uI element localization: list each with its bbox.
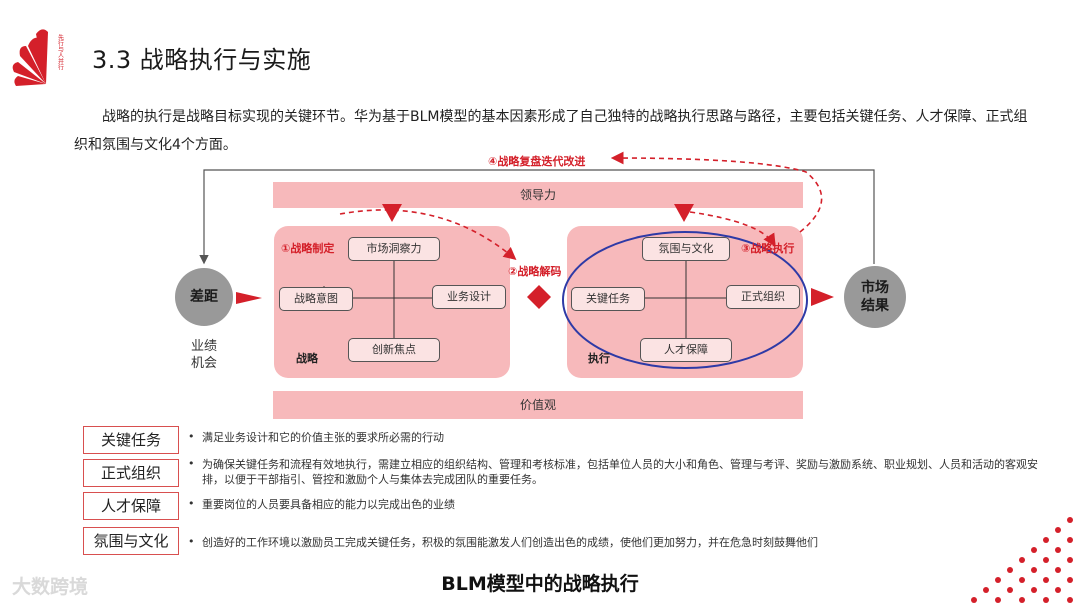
node-key-tasks: 关键任务 — [571, 287, 645, 311]
intro-paragraph: 战略的执行是战略目标实现的关键环节。华为基于BLM模型的基本因素形成了自己独特的… — [74, 109, 1028, 153]
legend-desc-key-tasks: 满足业务设计和它的价值主张的要求所必需的行动 — [202, 431, 444, 444]
execution-highlight-ellipse — [562, 231, 808, 369]
company-logo: 先行与人并行 — [12, 29, 64, 86]
result-label-line1: 市场 — [861, 280, 889, 296]
legend-bullet: • — [188, 535, 195, 548]
corner-dot-pattern — [971, 517, 1073, 603]
node-market-insight: 市场洞察力 — [348, 237, 440, 261]
page-title: 3.3 战略执行与实施 — [92, 46, 312, 74]
opportunity-label: 机会 — [190, 356, 217, 371]
result-label-line2: 结果 — [861, 298, 889, 314]
arrow-to-strategy — [236, 292, 262, 304]
gap-label: 差距 — [190, 289, 218, 305]
step-strategy-decoding: ②战略解码 — [508, 265, 562, 278]
node-talent-assurance: 人才保障 — [640, 338, 732, 362]
execution-panel-label: 执行 — [588, 352, 610, 365]
strategy-panel-label: 战略 — [296, 352, 318, 365]
step-strategy-execution: ③战略执行 — [741, 242, 795, 255]
gap-circle: 差距 — [175, 268, 233, 326]
down-triangle-left — [382, 204, 402, 222]
watermark: 大数跨境 — [12, 576, 89, 598]
legend-desc-formal-organization: 为确保关键任务和流程有效地执行，需建立相应的组织结构、管理和考核标准，包括单位人… — [202, 458, 1038, 486]
legend-term-key-tasks: 关键任务 — [83, 426, 179, 454]
arrow-to-result — [811, 288, 834, 306]
node-formal-organization: 正式组织 — [726, 285, 800, 309]
legend-term-formal-organization: 正式组织 — [83, 459, 179, 487]
legend-term-talent-assurance: 人才保障 — [83, 492, 179, 520]
step-strategy-review: ④战略复盘迭代改进 — [488, 155, 586, 168]
dashed-arc-execute — [689, 211, 776, 247]
center-diamond — [527, 285, 551, 309]
node-business-design: 业务设计 — [432, 285, 506, 309]
node-strategic-intent: 战略意图 — [279, 287, 353, 311]
execution-cross-lines — [642, 257, 726, 341]
dashed-arc-decode — [339, 209, 517, 261]
legend-bullet: • — [188, 430, 195, 443]
logo-motto: 先行与人并行 — [57, 33, 64, 71]
values-band: 价值观 — [273, 391, 803, 419]
legend-bullet: • — [188, 457, 195, 470]
down-triangle-right — [674, 204, 694, 222]
node-innovation-focus: 创新焦点 — [348, 338, 440, 362]
performance-label: 业绩 — [190, 339, 217, 354]
market-result-circle: 市场 结果 — [844, 266, 906, 328]
legend-bullet: • — [188, 497, 195, 510]
gap-sub-labels: 业绩 机会 — [186, 338, 222, 372]
legend-desc-climate-culture: 创造好的工作环境以激励员工完成关键任务，积极的氛围能激发人们创造出色的成绩，使他… — [202, 536, 818, 549]
step-strategy-formulation: ①战略制定 — [281, 242, 335, 255]
legend-term-climate-culture: 氛围与文化 — [83, 527, 179, 555]
legend-desc-talent-assurance: 重要岗位的人员要具备相应的能力以完成出色的业绩 — [202, 498, 455, 511]
feedback-loop-line — [199, 169, 875, 265]
node-climate-culture: 氛围与文化 — [642, 237, 730, 261]
figure-caption: BLM模型中的战略执行 — [441, 573, 639, 595]
leadership-band: 领导力 — [273, 182, 803, 208]
dashed-arc-review — [610, 151, 823, 233]
